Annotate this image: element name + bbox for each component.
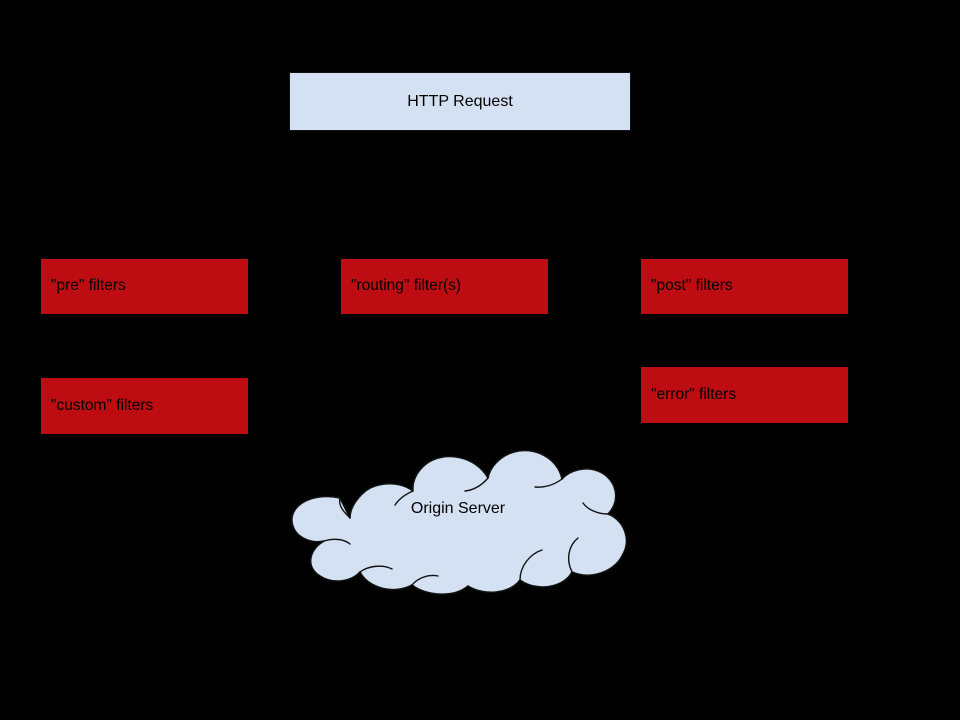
node-label-custom-filters: "custom" filters xyxy=(51,396,154,414)
node-label-error-filters: "error" filters xyxy=(651,385,737,403)
node-pre-filters[interactable]: "pre" filters xyxy=(40,258,249,315)
node-http-request[interactable]: HTTP Request xyxy=(289,72,631,131)
node-label-http-request: HTTP Request xyxy=(407,92,513,110)
cloud-shape-icon xyxy=(291,449,628,595)
node-origin-server[interactable]: Origin Server xyxy=(286,440,636,595)
node-routing-filters[interactable]: "routing" filter(s) xyxy=(340,258,549,315)
node-label-routing-filters: "routing" filter(s) xyxy=(351,277,462,295)
node-post-filters[interactable]: "post" filters xyxy=(640,258,849,315)
node-label-pre-filters: "pre" filters xyxy=(51,277,126,295)
node-label-post-filters: "post" filters xyxy=(651,277,733,295)
node-error-filters[interactable]: "error" filters xyxy=(640,366,849,424)
node-custom-filters[interactable]: "custom" filters xyxy=(40,377,249,435)
